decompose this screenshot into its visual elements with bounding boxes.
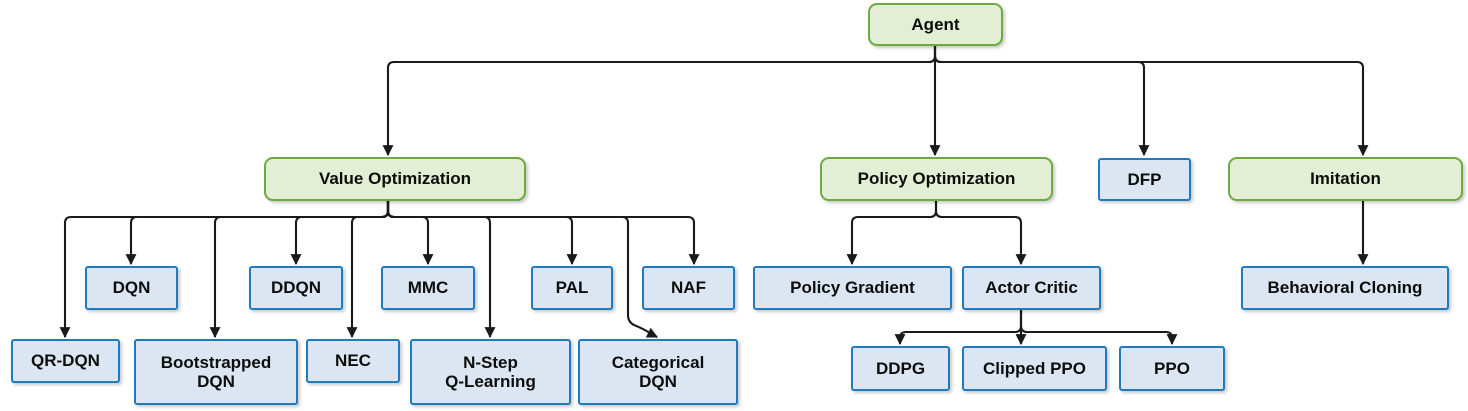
node-dqn[interactable]: DQN [85,266,178,310]
node-n-step-q-learning-label: N-Step Q-Learning [445,352,536,391]
node-policy-gradient[interactable]: Policy Gradient [753,266,952,310]
node-pal[interactable]: PAL [531,266,613,310]
edge-policy-optimization-policy-gradient [846,201,938,266]
edge-agent-imitation [933,46,1369,157]
node-imitation-label: Imitation [1310,169,1381,189]
node-dqn-label: DQN [112,278,151,298]
node-actor-critic-label: Actor Critic [985,278,1078,298]
node-value-optimization-label: Value Optimization [318,169,472,189]
node-agent-label: Agent [911,14,960,34]
edge-value-optimization-categorical-dqn [386,201,658,338]
node-qr-dqn-label: QR-DQN [31,351,100,371]
node-bootstrapped-dqn-label: Bootstrapped DQN [160,352,272,391]
node-naf[interactable]: NAF [642,266,735,310]
node-bootstrapped-dqn[interactable]: Bootstrapped DQN [134,339,298,405]
node-ppo[interactable]: PPO [1119,346,1225,391]
node-dfp-label: DFP [1127,169,1162,189]
edge-value-optimization-pal [386,201,578,266]
node-clipped-ppo[interactable]: Clipped PPO [962,346,1107,391]
node-behavioral-cloning[interactable]: Behavioral Cloning [1241,266,1449,310]
node-pal-label: PAL [555,278,589,298]
node-categorical-dqn-label: Categorical DQN [611,352,705,391]
node-mmc-label: MMC [407,278,449,298]
node-imitation[interactable]: Imitation [1228,157,1463,201]
node-clipped-ppo-label: Clipped PPO [983,358,1086,378]
node-agent[interactable]: Agent [868,3,1003,46]
node-nec[interactable]: NEC [306,339,400,383]
edge-actor-critic-ppo [1019,310,1178,346]
edge-value-optimization-dqn [125,201,390,266]
node-nec-label: NEC [335,351,371,371]
node-ddpg[interactable]: DDPG [851,346,950,391]
node-ddqn[interactable]: DDQN [249,266,343,310]
edge-value-optimization-mmc [386,201,434,266]
edge-value-optimization-ddqn [290,201,390,266]
node-actor-critic[interactable]: Actor Critic [962,266,1101,310]
node-mmc[interactable]: MMC [381,266,475,310]
node-value-optimization[interactable]: Value Optimization [264,157,526,201]
node-ddpg-label: DDPG [875,358,926,378]
node-policy-optimization-label: Policy Optimization [857,169,1016,189]
node-categorical-dqn[interactable]: Categorical DQN [578,339,738,405]
node-policy-optimization[interactable]: Policy Optimization [820,157,1053,201]
edge-value-optimization-naf [386,201,700,266]
node-naf-label: NAF [671,278,706,298]
edge-actor-critic-ddpg [894,310,1023,346]
node-dfp[interactable]: DFP [1098,158,1191,201]
node-policy-gradient-label: Policy Gradient [790,278,915,298]
node-qr-dqn[interactable]: QR-DQN [11,339,120,383]
node-behavioral-cloning-label: Behavioral Cloning [1267,278,1423,298]
node-ddqn-label: DDQN [270,278,322,298]
edge-agent-value-optimization [382,46,937,157]
node-ppo-label: PPO [1154,358,1190,378]
node-n-step-q-learning[interactable]: N-Step Q-Learning [410,339,571,405]
edge-policy-optimization-actor-critic [934,201,1027,266]
